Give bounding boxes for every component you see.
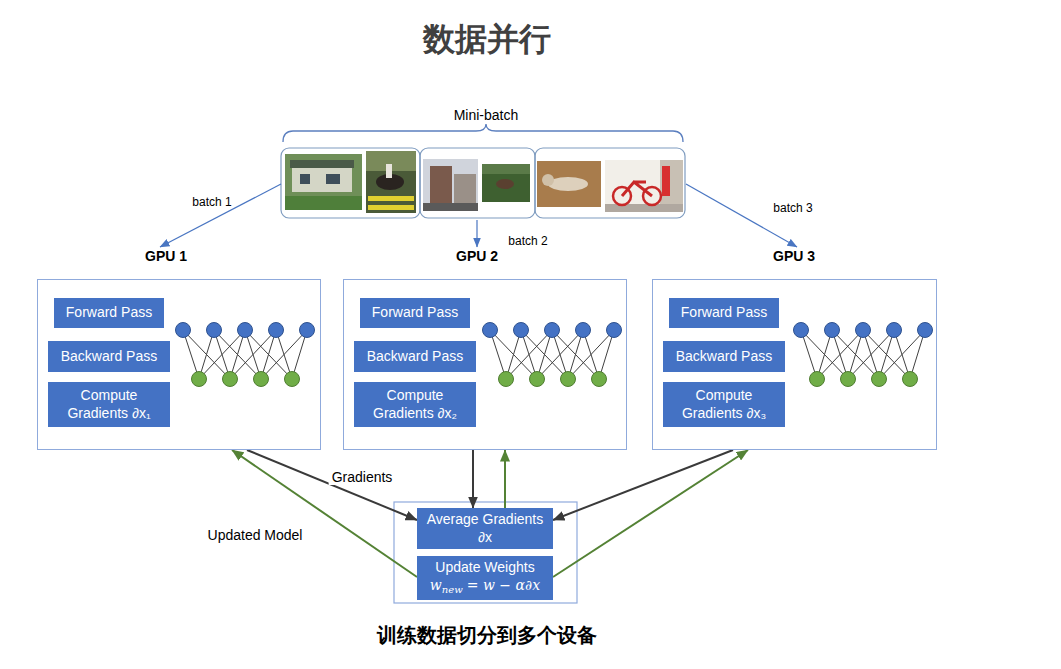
process-box: Average Gradients ∂x xyxy=(417,508,553,549)
batch-arrow xyxy=(160,184,281,247)
box-label: Forward Pass xyxy=(372,304,458,322)
photo-house xyxy=(285,154,362,210)
box-label: Compute Gradients ∂x₂ xyxy=(358,387,472,422)
update-arrow xyxy=(504,450,506,508)
batch-label: batch 2 xyxy=(508,234,547,248)
process-box: Forward Pass xyxy=(54,298,164,328)
process-box: Backward Pass xyxy=(663,341,785,372)
gradient-arrow xyxy=(247,450,417,520)
gradient-arrow xyxy=(472,450,474,508)
photo-bicycle xyxy=(605,160,683,212)
process-box: Forward Pass xyxy=(669,298,779,328)
process-box: Compute Gradients ∂x₂ xyxy=(354,382,476,427)
diagram-caption: 训练数据切分到多个设备 xyxy=(377,622,597,649)
gpu-panel: GPU 3Forward PassBackward PassCompute Gr… xyxy=(652,279,937,450)
batch-group-outline xyxy=(420,148,535,218)
box-label: Forward Pass xyxy=(681,304,767,322)
photo-cat xyxy=(537,161,601,207)
photo-field-animal xyxy=(482,164,530,202)
neural-network-icon xyxy=(176,323,315,387)
gradient-arrow xyxy=(553,450,733,520)
process-box: Compute Gradients ∂x₁ xyxy=(48,382,170,427)
batch-arrow xyxy=(476,220,477,247)
batch-group-outline xyxy=(535,148,685,218)
neural-network-icon xyxy=(483,323,622,387)
box-label: Compute Gradients ∂x₃ xyxy=(667,387,781,422)
box-label: Forward Pass xyxy=(66,304,152,322)
edge-label: Updated Model xyxy=(205,527,306,543)
process-box: Update Weightswnew = w − α∂x xyxy=(417,556,553,600)
box-label: Backward Pass xyxy=(61,348,157,366)
process-box: Backward Pass xyxy=(48,341,170,372)
box-label: Backward Pass xyxy=(676,348,772,366)
update-arrow xyxy=(232,450,417,577)
diagram-title: 数据并行 xyxy=(423,18,551,62)
formula-text: = w − α∂x xyxy=(467,577,540,593)
group-label: Mini-batch xyxy=(454,107,519,123)
formula-text: w xyxy=(430,577,442,593)
batch-group-outline xyxy=(281,148,420,218)
formula-line: wnew = w − α∂x xyxy=(430,577,540,597)
process-box: Backward Pass xyxy=(354,341,476,372)
parameter-server-box xyxy=(394,502,577,603)
neural-network-icon xyxy=(794,323,933,387)
formula-text: new xyxy=(442,584,463,595)
box-label: Update Weights xyxy=(435,559,534,577)
batch-label: batch 1 xyxy=(192,195,231,209)
batch-label: batch 3 xyxy=(773,201,812,215)
gpu-panel: GPU 1Forward PassBackward PassCompute Gr… xyxy=(37,279,321,450)
photo-horse-rider xyxy=(366,151,416,213)
edge-label: Gradients xyxy=(329,469,396,485)
panel-heading: GPU 2 xyxy=(456,248,498,264)
batch-arrow xyxy=(686,184,797,247)
mini-batch-brace xyxy=(283,124,683,142)
gpu-panel: GPU 2Forward PassBackward PassCompute Gr… xyxy=(343,279,627,450)
photo-street xyxy=(423,159,478,211)
process-box: Forward Pass xyxy=(360,298,470,328)
box-label: Backward Pass xyxy=(367,348,463,366)
box-label: Average Gradients ∂x xyxy=(421,511,549,546)
box-label: Compute Gradients ∂x₁ xyxy=(52,387,166,422)
process-box: Compute Gradients ∂x₃ xyxy=(663,382,785,427)
panel-heading: GPU 3 xyxy=(773,248,815,264)
panel-heading: GPU 1 xyxy=(145,248,187,264)
update-arrow xyxy=(553,450,748,577)
